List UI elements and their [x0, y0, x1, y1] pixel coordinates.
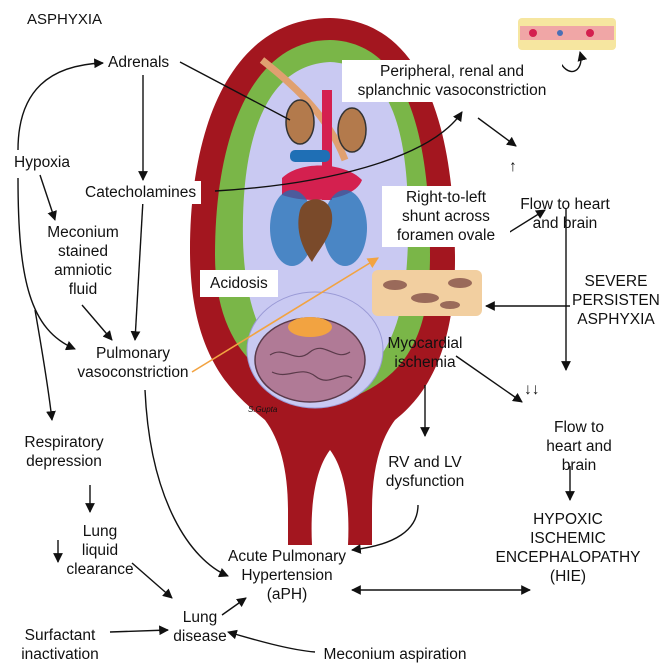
label-surfactant-inactivation: Surfactant inactivation: [10, 626, 110, 664]
label-hie: HYPOXIC ISCHEMIC ENCEPHALOPATHY (HIE): [488, 510, 648, 586]
arrow-catecholamines-pulmonary: [135, 200, 143, 340]
arrow-hypoxia-adrenals: [18, 63, 103, 150]
label-lung-liquid-clearance: Lung liquid clearance: [60, 522, 140, 579]
arrow-surfactant-disease: [110, 630, 168, 632]
label-acidosis: Acidosis: [200, 270, 278, 297]
diagram-title: ASPHYXIA: [27, 10, 102, 29]
left-kidney-icon: [286, 100, 314, 144]
arrow-peripheral-inset: [560, 52, 581, 71]
label-lung-disease: Lung disease: [170, 608, 230, 646]
right-kidney-icon: [338, 108, 366, 152]
label-acute-pulmonary-hypertension: Acute Pulmonary Hypertension (aPH): [222, 547, 352, 604]
arrow-pulmonary-aph: [145, 390, 228, 576]
up-arrow-icon: ↑: [509, 157, 517, 176]
label-meconium-aspiration: Meconium aspiration: [315, 645, 475, 664]
label-adrenals: Adrenals: [108, 53, 169, 72]
cerebellum-icon: [288, 317, 332, 337]
label-flow-down: ↓↓ Flow to heart and brain: [520, 380, 620, 494]
vena-cava-icon: [290, 150, 330, 162]
label-pulmonary-vasoconstriction: Pulmonary vasoconstriction: [58, 344, 208, 382]
label-severe-persistent-asphyxia: SEVERE PERSISTENT ASPHYXIA: [572, 272, 659, 329]
illustration-signature: S.Gupta: [248, 405, 277, 415]
label-flow-up-text: Flow to heart and brain: [503, 195, 613, 233]
blood-vessel-inset: [518, 18, 616, 50]
label-myocardial-ischemia: Myocardial ischemia: [370, 334, 480, 372]
myocardial-tissue-inset: [372, 270, 482, 316]
label-peripheral-vasoconstriction: Peripheral, renal and splanchnic vasocon…: [342, 60, 562, 102]
label-flow-down-text: Flow to heart and brain: [520, 418, 620, 475]
arrow-aspiration-disease: [228, 632, 315, 652]
label-meconium-stained: Meconium stained amniotic fluid: [38, 223, 128, 299]
label-shunt: Right-to-left shunt across foramen ovale: [382, 186, 510, 247]
label-flow-up: ↑ Flow to heart and brain: [503, 157, 613, 252]
label-catecholamines: Catecholamines: [80, 181, 201, 204]
arrow-peripheral-flowup: [478, 118, 516, 146]
label-rv-lv-dysfunction: RV and LV dysfunction: [375, 453, 475, 491]
arrow-meconium-pulmonary: [82, 305, 112, 340]
double-down-arrow-icon: ↓↓: [524, 380, 540, 399]
arrow-hypoxia-respiratory: [35, 310, 52, 420]
label-hypoxia: Hypoxia: [14, 153, 70, 172]
arrow-hypoxia-meconium: [40, 175, 55, 220]
label-respiratory-depression: Respiratory depression: [14, 433, 114, 471]
